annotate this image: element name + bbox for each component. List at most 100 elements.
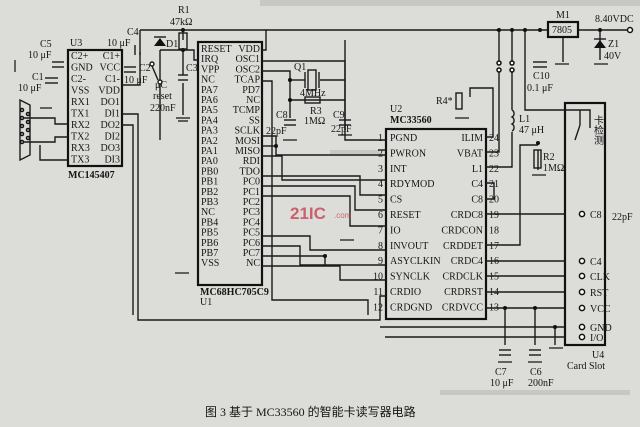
card-contact-label: CLK [590, 272, 611, 283]
u1-pin-label: VDD [238, 44, 260, 55]
u3-pin-label: VSS [71, 86, 89, 97]
u1-pin-label: PB3 [201, 197, 218, 208]
z1-ref: Z1 [608, 39, 619, 50]
u1-pin-label: SCLK [234, 126, 260, 137]
u2-pin-label: PWRON [390, 148, 426, 159]
c7-value: 10 μF [490, 378, 514, 389]
u2-pin-number: 22 [489, 164, 499, 175]
u2-pin-number: 17 [489, 241, 499, 252]
u2-pin-label: CRDGND [390, 302, 432, 313]
u1-chip-body [196, 40, 264, 287]
u2-pin-label: PGND [390, 133, 417, 144]
r2-value: 1MΩ [543, 163, 564, 174]
card-contact-terminal [578, 323, 586, 331]
u3-pin-label: TX2 [71, 132, 89, 143]
u2-pin-label: INVOUT [390, 241, 428, 252]
card-contact-terminal [578, 257, 586, 265]
u3-pin-label: VCC [99, 63, 120, 74]
u1-pin-label: PB1 [201, 177, 218, 188]
u2-pin-number: 15 [489, 272, 499, 283]
u2-pin-label: RESET [390, 210, 421, 221]
u1-pin-label: PC2 [243, 197, 260, 208]
u3-pin-label: DI3 [104, 155, 120, 166]
c3-ref: C3 [186, 63, 198, 74]
u2-pin-label: CS [390, 195, 402, 206]
u2-pin-number: 2 [378, 148, 383, 159]
r2-ref: R2 [543, 152, 555, 163]
u3-pin-label: DO2 [101, 120, 120, 131]
u3-part: MC145407 [68, 170, 115, 181]
card-contact-label: C4 [590, 257, 602, 268]
u2-pin-label: VBAT [457, 148, 483, 159]
c5-ref: C5 [40, 39, 52, 50]
u2-pin-number: 1 [378, 133, 383, 144]
u2-pin-number: 3 [378, 164, 383, 175]
q1-ref: Q1 [294, 62, 306, 73]
zener-z1-icon [594, 38, 606, 48]
u1-pin-label: MOSI [235, 136, 260, 147]
card-contact-terminal [578, 272, 586, 280]
component-labels: U3 MC145407 MC68HC705C9 U1 U2 MC33560 U4… [18, 5, 634, 389]
c7-ref: C7 [495, 367, 507, 378]
card-contact-terminal [578, 288, 586, 296]
u2-pin-number: 8 [378, 241, 383, 252]
r3-ref: R3 [310, 106, 322, 117]
u3-pin-label: DO3 [101, 143, 120, 154]
u1-pin-label: PA4 [201, 115, 218, 126]
u2-pin-number: 11 [373, 287, 383, 298]
resistor-symbols [178, 32, 542, 169]
r4-ref: R4* [436, 96, 453, 107]
regulator-m1-body [546, 20, 580, 39]
u2-pin-label: C8 [471, 195, 483, 206]
u4-ref: U4 [592, 350, 604, 361]
u3-pin-label: C1- [105, 74, 120, 85]
u1-pin-label: PC0 [243, 177, 260, 188]
l1-ref: L1 [519, 114, 530, 125]
u3-pin-label: C1+ [103, 51, 121, 62]
u1-pin-label: PC1 [243, 187, 260, 198]
u2-part: MC33560 [390, 115, 432, 126]
u3-pin-label: GND [71, 63, 93, 74]
card-detect-label: 卡检测 [592, 114, 604, 146]
watermark-logo: 21IC [290, 204, 326, 223]
u3-pin-label: C2+ [71, 51, 89, 62]
card-detect-switch-icon [574, 110, 581, 141]
u2-pin-number: 19 [489, 210, 499, 221]
background-text-ghost [260, 0, 640, 395]
card-c8-cap-value: 22pF [612, 212, 633, 223]
c1-value: 10 μF [18, 83, 42, 94]
c10-ref: C10 [533, 71, 550, 82]
m1-value: 7805 [552, 25, 572, 36]
u2-pin-number: 24 [489, 133, 499, 144]
c5-value: 10 μF [28, 50, 52, 61]
c4-ref: C4 [127, 27, 139, 38]
u4-card-slot-body [563, 101, 607, 347]
card-contact-terminal [578, 333, 586, 341]
junction-dots [181, 28, 602, 329]
u1-pin-label: PA1 [201, 146, 218, 157]
u1-pin-label: PA7 [201, 85, 218, 96]
u2-pin-label: CRDC4 [451, 256, 483, 267]
u2-pin-label: CRDDET [443, 241, 483, 252]
u2-pin-label: CRDCON [441, 225, 483, 236]
u1-pin-label: PA0 [201, 156, 218, 167]
u1-pin-label: PA6 [201, 95, 218, 106]
u1-pin-label: PB5 [201, 228, 218, 239]
u2-pin-label: L1 [472, 164, 483, 175]
u2-pin-label: CRDVCC [442, 302, 483, 313]
capacitor-symbols [45, 45, 547, 356]
u1-pin-label: PC6 [243, 238, 260, 249]
c4-value: 10 μF [107, 38, 131, 49]
u3-pin-label: RX1 [71, 97, 90, 108]
r1-value: 47kΩ [170, 17, 192, 28]
u2-ref: U2 [390, 104, 402, 115]
u3-pin-label: C2- [71, 74, 86, 85]
l1-value: 47 μH [519, 125, 544, 136]
c9-ref: C9 [333, 110, 345, 121]
u3-pin-label: DI1 [104, 109, 120, 120]
u2-pin-label: C4 [471, 179, 483, 190]
supply-terminal [626, 26, 634, 34]
crystal-q1-icon [304, 69, 320, 91]
